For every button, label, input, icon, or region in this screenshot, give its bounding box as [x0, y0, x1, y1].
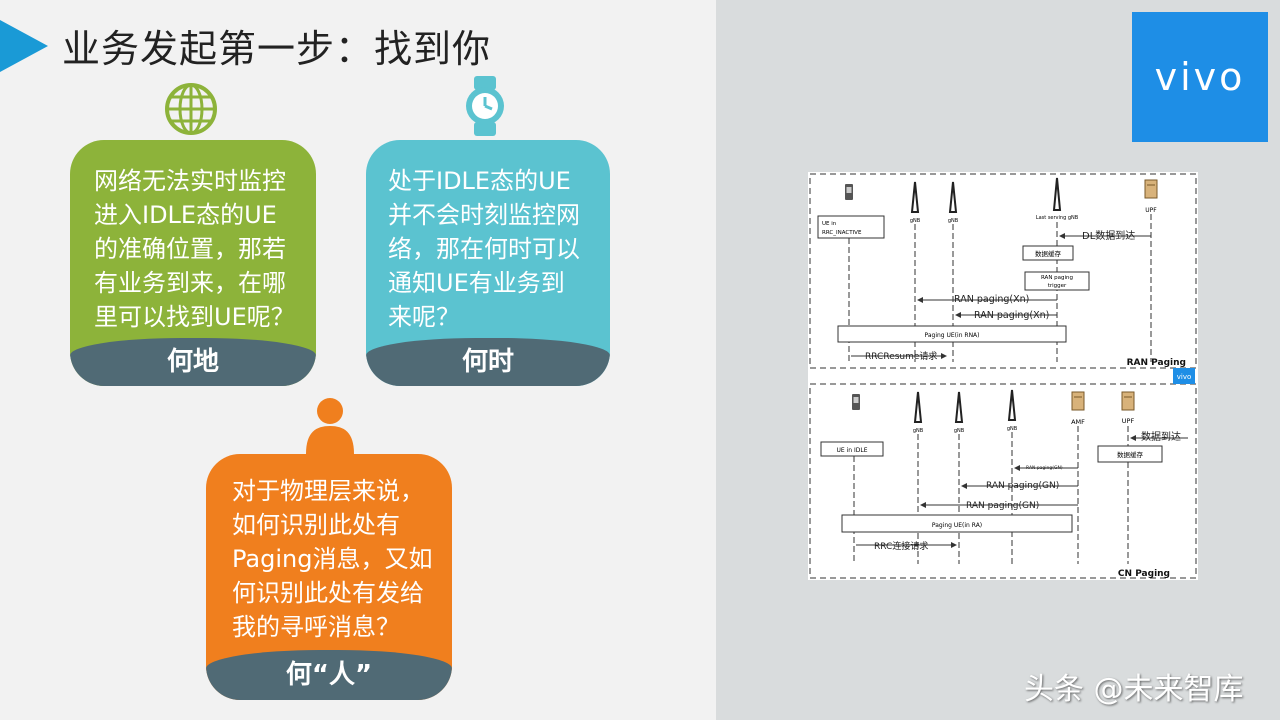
ran-node-label: Last serving gNB [1036, 215, 1079, 221]
ran-paging-xn-label: RAN paging(Xn) [974, 310, 1049, 321]
cn-paging-ue-box [841, 514, 1073, 533]
ran-paging-xn-label: RAN paging(Xn) [954, 294, 1029, 305]
card-when-line: 处于IDLE态的UE [388, 167, 571, 195]
card-when-label: 何时 [366, 338, 610, 386]
slide-title: 业务发起第一步：找到你 [62, 27, 492, 71]
ran-buffer-label: 数据缓存 [1035, 249, 1062, 258]
ran-rrc-resume-label: RRCResume请求 [865, 350, 937, 362]
card-who-line: 对于物理层来说， [232, 477, 424, 505]
ran-dl-arrival-label: DL数据到达 [1082, 229, 1135, 242]
card-when-line: 络，那在何时可以 [388, 235, 580, 263]
ran-upf-server-icon [1144, 179, 1158, 199]
card-who: 对于物理层来说， 如何识别此处有 Paging消息，又如 何识别此处有发给 我的… [206, 454, 452, 700]
card-where-line: 里可以找到UE呢？ [94, 303, 295, 331]
cn-buffer-label: 数据缓存 [1117, 450, 1144, 459]
cn-paging-frame [809, 383, 1197, 579]
card-where-line: 有业务到来，在哪 [94, 269, 286, 297]
ran-gnb-tower-icon [910, 181, 920, 213]
card-who-text: 对于物理层来说， 如何识别此处有 Paging消息，又如 何识别此处有发给 我的… [232, 474, 432, 644]
ran-gnb-tower-icon [948, 181, 958, 213]
ran-ue-state-label: UE in [822, 221, 837, 227]
cn-node-label: AMF [1071, 418, 1085, 426]
cn-node-label: gNB [1007, 426, 1018, 432]
ran-buffer-box [1022, 245, 1074, 261]
ran-last-serving-gnb-tower-icon [1052, 177, 1062, 211]
ran-ue-phone-icon [845, 184, 853, 200]
ran-paging-ue-box [837, 325, 1067, 343]
card-when-line: 来呢？ [388, 303, 460, 331]
cn-paging-gn-label: RAN paging(GN) [1026, 465, 1063, 471]
paging-sequence-diagram: gNB gNB Last serving gNB UPF UE in RRC_I… [808, 172, 1198, 580]
ran-ue-state-box [817, 215, 885, 239]
card-where-line: 进入IDLE态的UE [94, 201, 277, 229]
ran-trigger-label: RAN paging [1041, 275, 1073, 281]
cn-node-label: gNB [913, 428, 924, 434]
mini-vivo-logo [1173, 368, 1195, 384]
card-where-line: 网络无法实时监控 [94, 167, 286, 195]
cn-gnb-tower-icon [954, 391, 964, 423]
ran-node-label: gNB [910, 218, 921, 224]
cn-paging-ue-label: Paging UE(in RA) [932, 522, 982, 529]
mini-vivo-logo-text: vivo [1177, 373, 1192, 381]
card-when-line: 并不会时刻监控网 [388, 201, 580, 229]
card-who-line: Paging消息，又如 [232, 545, 433, 573]
card-who-label: 何“人” [206, 650, 452, 700]
paging-diagram-svg: gNB gNB Last serving gNB UPF UE in RRC_I… [809, 173, 1197, 579]
vivo-logo: vivo [1132, 12, 1268, 142]
ran-trigger-label: trigger [1048, 283, 1067, 289]
card-who-line: 何识别此处有发给 [232, 579, 424, 607]
cn-amf-server-icon [1071, 391, 1085, 411]
cn-ue-phone-icon [852, 394, 860, 410]
cn-rrc-conn-label: RRC连接请求 [874, 540, 928, 552]
ran-paging-label: RAN Paging [1127, 358, 1186, 368]
wristwatch-icon [466, 76, 504, 136]
card-where-text: 网络无法实时监控 进入IDLE态的UE 的准确位置，那若 有业务到来，在哪 里可… [94, 164, 295, 334]
globe-icon [165, 83, 217, 135]
ran-paging-frame [809, 173, 1197, 369]
cn-upf-server-icon [1121, 391, 1135, 411]
card-where-line: 的准确位置，那若 [94, 235, 286, 263]
cn-paging-gn-label: RAN paging(GN) [986, 481, 1059, 491]
title-arrow-icon [0, 20, 48, 72]
cn-paging-gn-label: RAN paging(GN) [966, 501, 1039, 511]
person-icon [306, 398, 354, 454]
card-who-line: 我的寻呼消息？ [232, 613, 400, 641]
card-when-text: 处于IDLE态的UE 并不会时刻监控网 络，那在何时可以 通知UE有业务到 来呢… [388, 164, 580, 334]
ran-ue-state-label: RRC_INACTIVE [822, 230, 862, 236]
cn-gnb-tower-icon [1007, 389, 1017, 421]
ran-node-label: UPF [1145, 207, 1157, 214]
card-when: 处于IDLE态的UE 并不会时刻监控网 络，那在何时可以 通知UE有业务到 来呢… [366, 140, 610, 386]
cn-buffer-box [1097, 445, 1163, 463]
ran-trigger-box [1024, 271, 1090, 291]
cn-ue-state-label: UE in IDLE [837, 447, 868, 454]
ran-paging-ue-label: Paging UE(in RNA) [924, 332, 979, 339]
watermark-text: 头条 @未来智库 [1024, 672, 1244, 707]
cn-gnb-tower-icon [913, 391, 923, 423]
card-where-label: 何地 [70, 338, 316, 386]
cn-node-label: gNB [954, 428, 965, 434]
card-who-line: 如何识别此处有 [232, 511, 400, 539]
cn-ue-state-box [820, 441, 884, 457]
cn-node-label: UPF [1122, 417, 1135, 425]
cn-paging-label: CN Paging [1118, 569, 1170, 579]
card-where: 网络无法实时监控 进入IDLE态的UE 的准确位置，那若 有业务到来，在哪 里可… [70, 140, 316, 386]
card-when-line: 通知UE有业务到 [388, 269, 565, 297]
cn-dl-arrival-label: 数据到达 [1141, 430, 1181, 443]
ran-node-label: gNB [948, 218, 959, 224]
